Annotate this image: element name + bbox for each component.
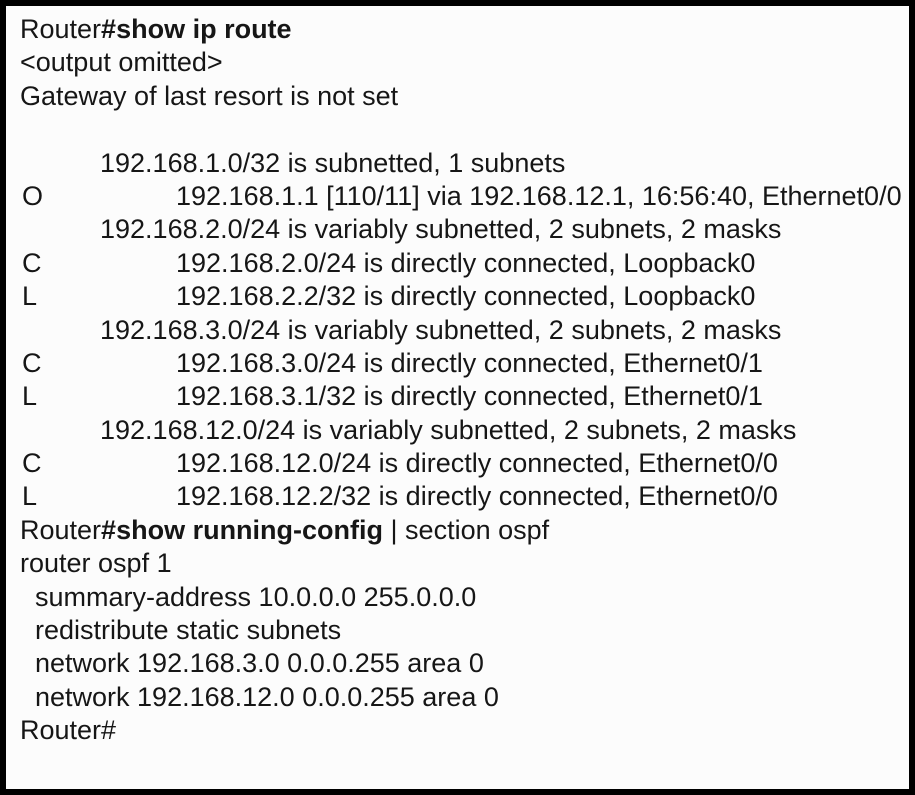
terminal-line-text: Gateway of last resort is not set	[20, 80, 398, 113]
output-text: <output omitted>	[20, 47, 223, 78]
terminal-line-text: 192.168.3.0/24 is directly connected, Et…	[176, 347, 763, 380]
route-code: C	[22, 448, 42, 479]
terminal-line-text: 192.168.2.2/32 is directly connected, Lo…	[176, 280, 755, 313]
terminal-line-text: 192.168.2.0/24 is variably subnetted, 2 …	[100, 213, 781, 246]
terminal-line: summary-address 10.0.0.0 255.0.0.0	[20, 581, 905, 614]
output-text: router ospf 1	[20, 548, 172, 579]
terminal-line: Router#show running-config | section osp…	[20, 514, 905, 547]
route-code: L	[22, 281, 38, 312]
terminal-line-text: router ospf 1	[20, 547, 172, 580]
route-code: O	[22, 180, 44, 211]
terminal-line-text: network 192.168.12.0 0.0.0.255 area 0	[35, 681, 499, 714]
terminal-line-text: 192.168.1.1 [110/11] via 192.168.12.1, 1…	[176, 180, 902, 213]
terminal-line: 192.168.3.0/24 is variably subnetted, 2 …	[20, 314, 905, 347]
terminal-line: Router#show ip route	[20, 13, 905, 46]
terminal-line: C 192.168.3.0/24 is directly connected, E…	[20, 347, 905, 380]
terminal-line: 192.168.12.0/24 is variably subnetted, 2…	[20, 414, 905, 447]
terminal-line-text: <output omitted>	[20, 46, 223, 79]
terminal-line-text: 192.168.2.0/24 is directly connected, Lo…	[176, 247, 755, 280]
terminal-output: Router#show ip route<output omitted>Gate…	[20, 13, 905, 748]
output-text: network 192.168.3.0 0.0.0.255 area 0	[35, 648, 484, 679]
output-text: redistribute static subnets	[35, 615, 342, 646]
route-code: L	[22, 481, 38, 512]
terminal-line-text: Router#show running-config | section osp…	[20, 514, 549, 547]
terminal-line-text: 192.168.3.1/32 is directly connected, Et…	[176, 380, 763, 413]
terminal-line-text: 192.168.3.0/24 is variably subnetted, 2 …	[100, 314, 781, 347]
output-text: 192.168.3.0/24 is directly connected, Et…	[176, 347, 763, 378]
output-text: | section ospf	[383, 514, 550, 545]
output-text: 192.168.3.0/24 is variably subnetted, 2 …	[100, 314, 782, 345]
output-text: network 192.168.12.0 0.0.0.255 area 0	[35, 681, 499, 712]
output-text: Router	[20, 514, 102, 545]
terminal-line-text: 192.168.12.0/24 is directly connected, E…	[176, 447, 778, 480]
output-text: 192.168.12.2/32 is directly connected, E…	[176, 481, 778, 512]
output-text: 192.168.3.1/32 is directly connected, Et…	[176, 381, 763, 412]
terminal-line-text: 192.168.12.2/32 is directly connected, E…	[176, 480, 778, 513]
terminal-line: <output omitted>	[20, 46, 905, 79]
terminal-line: C 192.168.2.0/24 is directly connected, L…	[20, 247, 905, 280]
output-text: Router	[20, 14, 102, 44]
terminal-line-text: summary-address 10.0.0.0 255.0.0.0	[35, 581, 476, 614]
terminal-blank-line	[20, 113, 905, 146]
route-code: C	[22, 247, 42, 278]
output-text: summary-address 10.0.0.0 255.0.0.0	[35, 581, 477, 612]
terminal-line: L 192.168.12.2/32 is directly connected, …	[20, 480, 905, 513]
terminal-line: Gateway of last resort is not set	[20, 80, 905, 113]
terminal-line: 192.168.1.0/32 is subnetted, 1 subnets	[20, 147, 905, 180]
terminal-line: L 192.168.3.1/32 is directly connected, E…	[20, 380, 905, 413]
route-code: L	[22, 381, 38, 412]
terminal-line-text: network 192.168.3.0 0.0.0.255 area 0	[35, 647, 484, 680]
terminal-line-text: redistribute static subnets	[35, 614, 341, 647]
terminal-line: redistribute static subnets	[20, 614, 905, 647]
command-text: #show ip route	[101, 14, 292, 44]
output-text: 192.168.2.0/24 is variably subnetted, 2 …	[100, 214, 782, 245]
output-text: 192.168.12.0/24 is directly connected, E…	[176, 448, 778, 479]
output-text: 192.168.12.0/24 is variably subnetted, 2…	[100, 414, 797, 445]
output-text: Gateway of last resort is not set	[20, 80, 399, 111]
terminal-line-text: 192.168.12.0/24 is variably subnetted, 2…	[100, 414, 796, 447]
terminal-line: L 192.168.2.2/32 is directly connected, L…	[20, 280, 905, 313]
route-code: C	[22, 347, 42, 378]
terminal-line: O 192.168.1.1 [110/11] via 192.168.12.1, …	[20, 180, 905, 213]
terminal-line: router ospf 1	[20, 547, 905, 580]
output-text: 192.168.2.0/24 is directly connected, Lo…	[176, 247, 756, 278]
command-text: #show running-config	[101, 514, 384, 545]
terminal-line-text: Router#	[20, 714, 116, 747]
output-text: 192.168.1.1 [110/11] via 192.168.12.1, 1…	[176, 180, 902, 211]
output-text: Router#	[20, 715, 117, 746]
output-text: 192.168.2.2/32 is directly connected, Lo…	[176, 281, 756, 312]
terminal-line: network 192.168.12.0 0.0.0.255 area 0	[20, 681, 905, 714]
terminal-line-text: Router#show ip route	[20, 13, 292, 46]
terminal-line: 192.168.2.0/24 is variably subnetted, 2 …	[20, 213, 905, 246]
terminal-line: network 192.168.3.0 0.0.0.255 area 0	[20, 647, 905, 680]
terminal-line: C 192.168.12.0/24 is directly connected, …	[20, 447, 905, 480]
terminal-line-text: 192.168.1.0/32 is subnetted, 1 subnets	[100, 147, 565, 180]
terminal-line: Router#	[20, 714, 905, 747]
output-text: 192.168.1.0/32 is subnetted, 1 subnets	[100, 147, 566, 178]
